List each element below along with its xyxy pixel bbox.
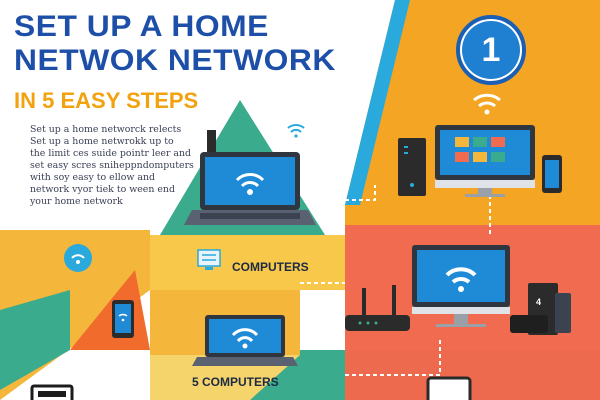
panel-teal-left <box>0 290 70 390</box>
panel-teal-bottom <box>250 350 345 400</box>
device-bottom-left-icon <box>30 384 74 400</box>
description-line: with soy easy to ellow and <box>30 172 155 183</box>
laptop-small-icon <box>192 315 298 366</box>
page-subtitle: IN 5 EASY STEPS <box>14 88 199 113</box>
wifi-icon-top <box>473 93 501 115</box>
description-text: Set up a home networck relects Set up a … <box>30 124 194 208</box>
desktop-small-icon <box>197 249 221 270</box>
five-computers-label: 5 COMPUTERS <box>192 375 279 389</box>
description-line: network vyor tiek to ween end <box>30 184 175 195</box>
panel-yellow-bottom <box>150 355 300 400</box>
mini-pc-icon <box>398 138 426 196</box>
panel-bottom-right <box>300 350 600 400</box>
network-location-icon <box>64 244 92 272</box>
page-title-line1: SET UP A HOME <box>14 10 269 43</box>
tv-box-icon: 4 <box>510 283 571 335</box>
smartphone-right-icon <box>542 155 562 193</box>
connector-bottom <box>345 340 441 376</box>
smartphone-icon <box>112 300 134 338</box>
description-line: set easy scres sniheppndomputers <box>30 160 194 171</box>
desktop-monitor-mid-icon <box>412 245 510 327</box>
desktop-monitor-icon <box>435 125 535 197</box>
panel-yellow-middle <box>150 235 345 290</box>
step-number: 1 <box>462 21 520 79</box>
description-line: the limit ces suide pointr leer and <box>30 148 192 159</box>
connector-top <box>345 185 376 201</box>
panel-blue-band <box>345 0 410 205</box>
description-line: Set up a home netwrokk up to <box>30 136 174 147</box>
step-number-badge: 1 <box>456 15 526 85</box>
tablet-icon <box>426 376 472 400</box>
router-icon <box>345 285 410 331</box>
laptop-icon <box>184 130 316 225</box>
computers-label: COMPUTERS <box>232 260 309 274</box>
wifi-icon-laptop <box>287 124 305 138</box>
description-line: your home network <box>30 196 123 207</box>
svg-text:4: 4 <box>536 297 541 307</box>
page-title-line2: NETWOK NETWORK <box>14 44 336 77</box>
description-line: Set up a home networck relects <box>30 124 182 135</box>
